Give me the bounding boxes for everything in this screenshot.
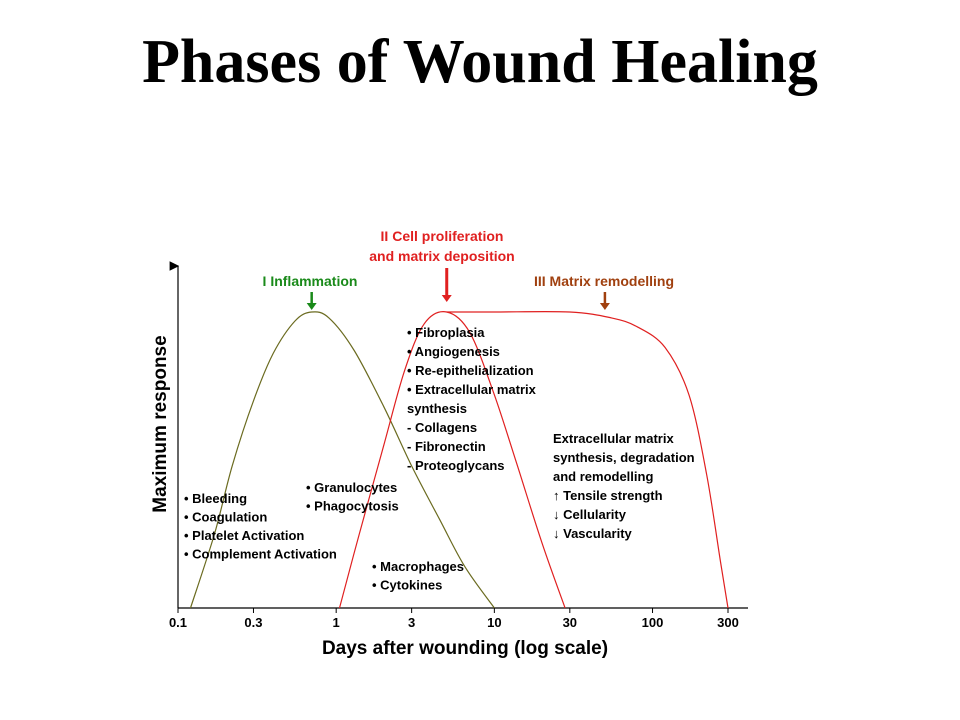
annotation-item: • Fibroplasia — [407, 325, 485, 340]
inflammation-curve — [189, 311, 495, 609]
annotation-item: Extracellular matrix — [553, 431, 674, 446]
annotation-item: • Phagocytosis — [306, 499, 399, 514]
annotation-item: - Fibronectin — [407, 439, 486, 454]
remodelling-curve — [446, 310, 729, 609]
annotation-item: ↑ Tensile strength — [553, 488, 663, 503]
annotation-item: • Angiogenesis — [407, 344, 500, 359]
x-tick-label: 1 — [333, 615, 340, 630]
phase-label: I Inflammation — [263, 273, 358, 289]
y-axis-title: Maximum response — [150, 335, 171, 512]
annotation-item: • Granulocytes — [306, 480, 397, 495]
annotation-item: • Re-epithelialization — [407, 363, 534, 378]
x-tick-label: 0.3 — [244, 615, 262, 630]
phase-label: II Cell proliferation — [381, 228, 504, 244]
annotation-item: • Platelet Activation — [184, 528, 304, 543]
phase-label: III Matrix remodelling — [534, 273, 674, 289]
annotation-item: synthesis — [407, 401, 467, 416]
annotation-item: synthesis, degradation — [553, 450, 695, 465]
page-title: Phases of Wound Healing — [142, 28, 818, 96]
annotation-item: ↓ Cellularity — [553, 507, 627, 522]
phase-arrow-head — [441, 295, 452, 302]
x-tick-label: 10 — [487, 615, 501, 630]
phase-label-line2: and matrix deposition — [369, 248, 514, 264]
annotation-item: • Complement Activation — [184, 547, 337, 562]
annotation-item: and remodelling — [553, 469, 653, 484]
x-tick-label: 30 — [563, 615, 577, 630]
annotation-item: - Collagens — [407, 420, 477, 435]
annotation-item: - Proteoglycans — [407, 458, 505, 473]
x-tick-label: 100 — [642, 615, 664, 630]
phase-arrow-head — [306, 303, 317, 310]
annotation-item: • Macrophages — [372, 559, 464, 574]
annotation-item: ↓ Vascularity — [553, 526, 633, 541]
annotation-item: • Extracellular matrix — [407, 382, 537, 397]
x-axis-title: Days after wounding (log scale) — [322, 638, 608, 659]
x-tick-label: 300 — [717, 615, 739, 630]
x-tick-label: 3 — [408, 615, 415, 630]
annotation-item: • Bleeding — [184, 491, 247, 506]
annotation-item: • Cytokines — [372, 578, 442, 593]
phase-arrow-head — [599, 303, 610, 310]
annotation-item: • Coagulation — [184, 510, 267, 525]
x-tick-label: 0.1 — [169, 615, 187, 630]
